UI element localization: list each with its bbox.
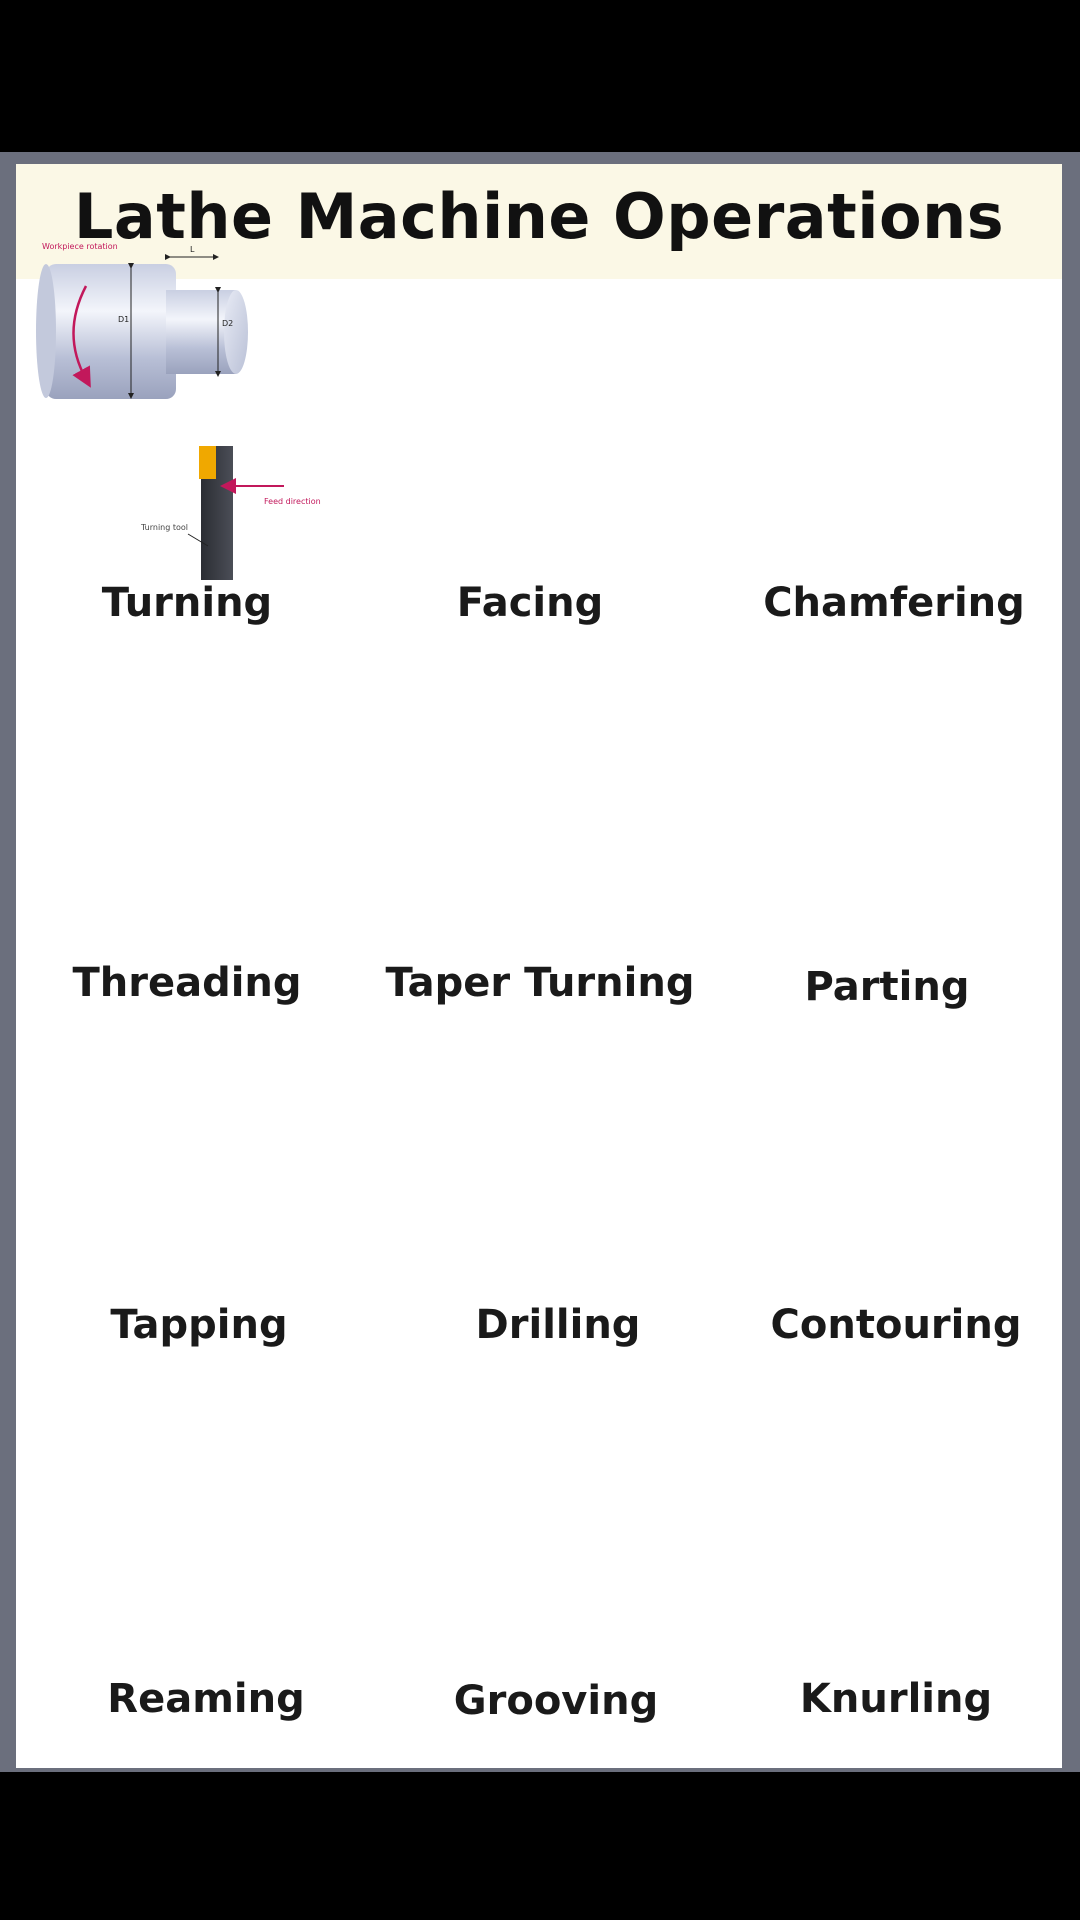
- threading-pitch-label: Pitch: [572, 8, 593, 17]
- taper-d2-label: D2: [829, 8, 841, 17]
- parting-d-label: D: [1040, 8, 1047, 17]
- contouring-length-label: L: [582, 27, 587, 36]
- chamfering-tool-label: Turning tool: [430, 8, 478, 17]
- facing-feed-label: Feed direction: [201, 8, 259, 17]
- parting-tool-label: Turning tool: [0, 27, 48, 36]
- operation-title-facing: Facing: [456, 580, 604, 626]
- contouring-feed-label: Feed direction: [618, 27, 675, 36]
- threading-length-label: L: [563, 8, 568, 17]
- grooving-feed-label: Feed direction: [52, 46, 109, 55]
- operation-title-reaming: Reaming: [107, 1676, 305, 1722]
- taper-length-label: L: [803, 8, 808, 17]
- knurling-feed-label: Feed Direction: [229, 45, 313, 56]
- operation-title-parting: Parting: [804, 964, 970, 1010]
- parting-rotation-label: Workpiece rotation: [959, 8, 1036, 17]
- threading-tool-label: Turning tool: [608, 8, 656, 17]
- tapping-tap-label: Tap: [160, 27, 175, 36]
- operation-title-knurling: Knurling: [799, 1676, 993, 1722]
- turning-d1-label: D1: [118, 315, 129, 324]
- facing-d-label: D: [110, 8, 117, 17]
- operation-title-drilling: Drilling: [475, 1302, 641, 1348]
- operations-diagram: Workpiece rotation D1 D2 L Feed directio…: [36, 242, 321, 580]
- contouring-tool-label: Turning tool: [679, 27, 727, 36]
- chamfering-rotation-label: Workpiece rotation: [263, 8, 340, 17]
- operation-title-taper-turning: Taper Turning: [385, 960, 695, 1006]
- chamfering-feed-label: Feed direction: [368, 8, 426, 17]
- turning-feed-label: Feed direction: [264, 497, 321, 506]
- operation-title-tapping: Tapping: [110, 1302, 288, 1348]
- grooving-rotation-label: Workpiece rotation: [931, 27, 1008, 36]
- grooving-w-label: W: [1012, 27, 1021, 36]
- facing-rotation-label: Workpiece rotation: [0, 8, 76, 17]
- facing-tool-label: Turning tool: [149, 8, 197, 17]
- tapping-feed-label: Feed direction: [234, 27, 291, 36]
- operation-title-grooving: Grooving: [453, 1678, 659, 1724]
- parting-feed-label: Feed direction: [52, 27, 109, 36]
- threading-d-label: D: [597, 8, 604, 17]
- turning-length-label: L: [190, 245, 195, 254]
- turning-tool-label: Turning tool: [140, 523, 188, 532]
- parting-d0-label: D = 0: [1051, 8, 1075, 17]
- taper-rotation-label: Workpiece rotation: [722, 8, 799, 17]
- header-band: Lathe Machine Operations: [16, 164, 1062, 279]
- drilling-drill-label: Twist drill: [342, 27, 380, 36]
- grooving-d1-label: D1: [1025, 27, 1037, 36]
- turning-rotation-label: Workpiece rotation: [42, 242, 118, 251]
- drilling-feed-label: Feed direction: [439, 27, 497, 36]
- knurling-rotation-label: Workpiece Rotation: [113, 45, 225, 56]
- operation-title-threading: Threading: [72, 960, 302, 1006]
- grooving-tool-label: Turning tool: [0, 46, 48, 55]
- tapping-workpiece-label: Workpiece: [113, 27, 156, 36]
- taper-d1-label: D1: [813, 8, 825, 17]
- chamfering-d-label: D: [357, 8, 364, 17]
- page-title: Lathe Machine Operations: [73, 180, 1005, 253]
- contouring-d-label: Dmin: [591, 27, 613, 36]
- taper-tool-label: Turning tool: [907, 8, 955, 17]
- knurling-tool-label: Tool: [317, 45, 340, 56]
- operation-title-chamfering: Chamfering: [763, 580, 1025, 626]
- chamfering-w-label: W: [344, 8, 353, 17]
- taper-feed-label: Feed direction: [845, 8, 903, 17]
- contouring-rotation-label: Workpiece rotation: [501, 27, 578, 36]
- drilling-rotation-label: Tool rotation: [385, 27, 435, 36]
- threading-rotation-label: Workpiece rotation: [482, 8, 559, 17]
- facing-depth-label: Depth: [80, 8, 106, 17]
- operation-title-contouring: Contouring: [770, 1302, 1022, 1348]
- grooving-d2-label: D2: [1041, 27, 1053, 36]
- reaming-rotation-label: Tool rotation: [814, 27, 865, 36]
- threading-feed-label: Feed direction: [660, 8, 718, 17]
- reaming-reamer-label: Reamer: [778, 27, 810, 36]
- turning-diagram: [36, 254, 284, 580]
- reaming-feed-label: Feed direction: [869, 27, 927, 36]
- poster: Lathe Machine Operations: [16, 164, 1062, 1768]
- tapping-rotation-label: Tool rotation: [179, 27, 229, 36]
- facing-d0-label: D = 0: [121, 8, 145, 17]
- reaming-workpiece-label: Workpiece: [731, 27, 774, 36]
- drilling-workpiece-label: Workpiece: [295, 27, 338, 36]
- turning-d2-label: D2: [222, 319, 233, 328]
- operation-title-turning: Turning: [101, 580, 273, 626]
